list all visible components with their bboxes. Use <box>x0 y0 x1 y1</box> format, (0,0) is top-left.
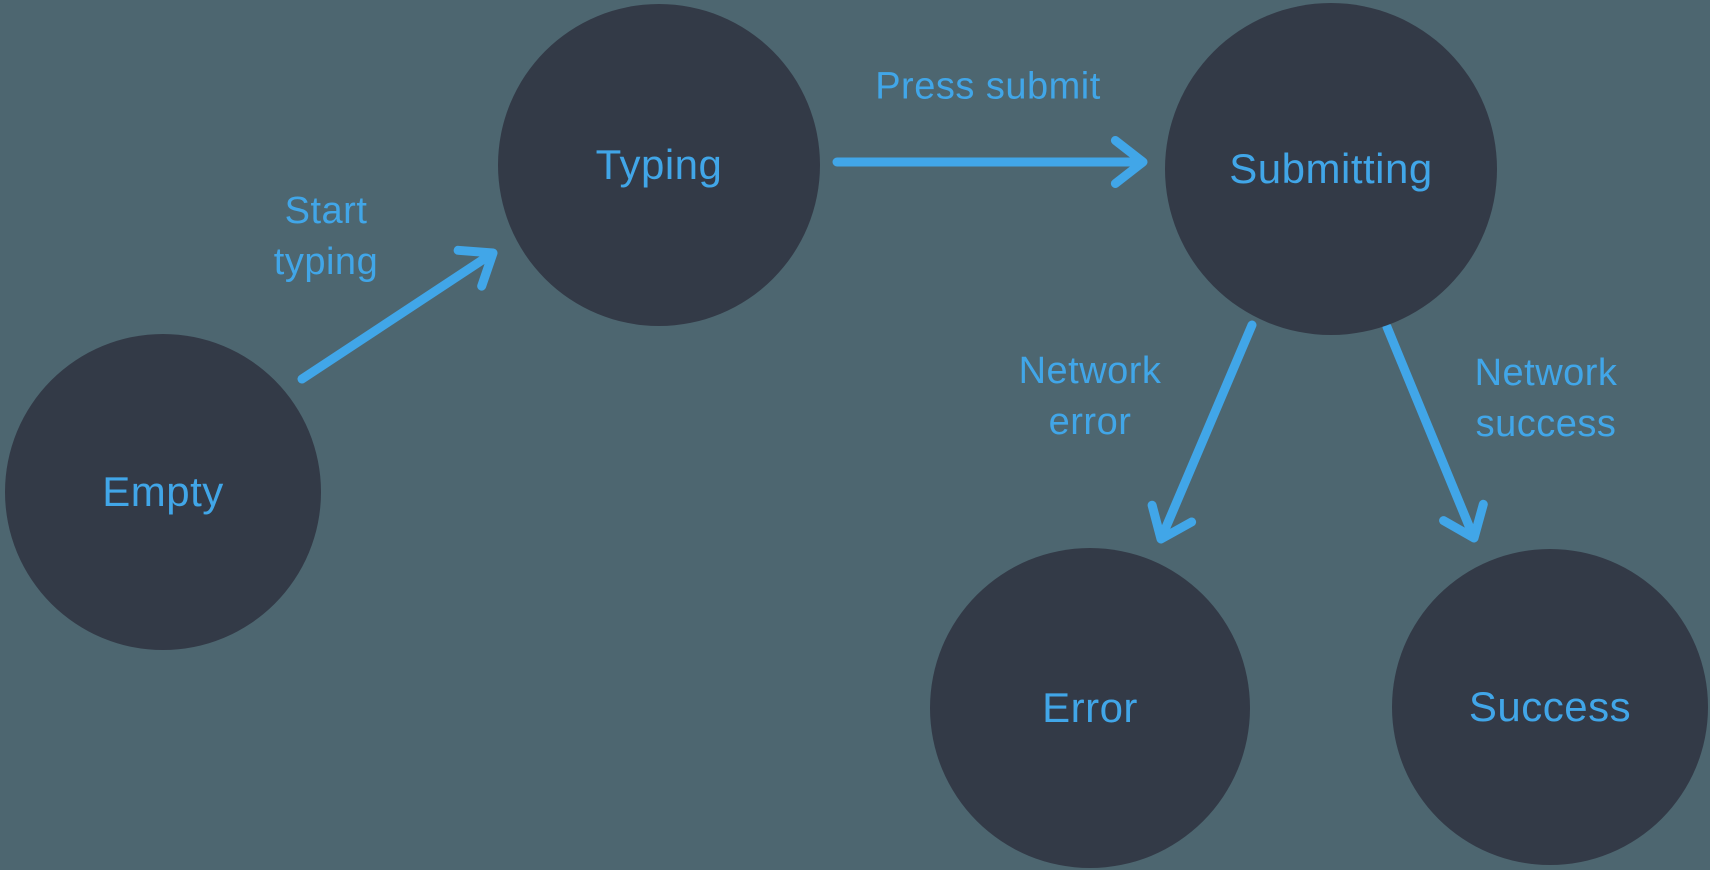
state-node-error: Error <box>930 548 1250 868</box>
transition-label-press-submit: Press submit <box>875 62 1101 113</box>
transition-label-line: Network <box>1018 350 1162 392</box>
transition-label-line: Network <box>1474 352 1618 394</box>
state-node-label: Error <box>1042 684 1138 731</box>
state-node-empty: Empty <box>5 334 321 650</box>
state-node-label: Typing <box>595 141 723 188</box>
transition-label-line: error <box>1048 401 1132 443</box>
state-node-typing: Typing <box>498 4 820 326</box>
state-node-label: Empty <box>102 468 224 515</box>
transition-arrow-press-submit <box>832 136 1148 188</box>
transition-label-network-error: Network error <box>1019 346 1162 448</box>
transition-label-line: Start <box>284 190 368 232</box>
state-node-label: Success <box>1468 683 1632 730</box>
transition-label-network-success: Network success <box>1475 348 1618 450</box>
transition-label-start-typing: Start typing <box>274 186 378 288</box>
state-node-success: Success <box>1392 549 1708 865</box>
transition-arrow-network-error <box>1147 320 1257 544</box>
transition-label-line: typing <box>273 241 379 283</box>
transition-label-line: success <box>1475 403 1617 445</box>
state-node-label: Submitting <box>1229 145 1433 192</box>
state-node-submitting: Submitting <box>1165 3 1497 335</box>
transition-arrow-network-success <box>1382 322 1488 543</box>
transition-label-line: Press submit <box>875 65 1101 108</box>
